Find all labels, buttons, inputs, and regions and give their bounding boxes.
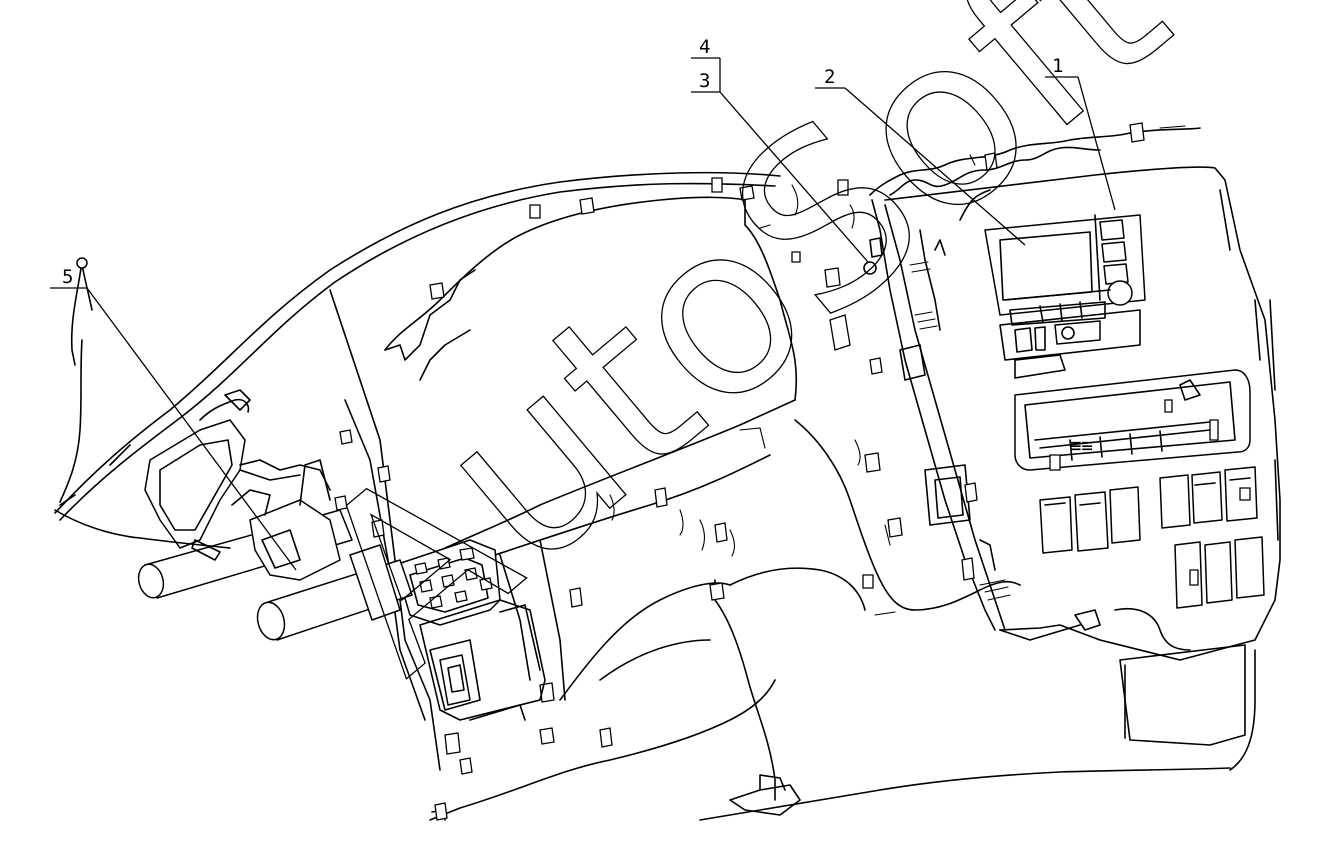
watermark-text: AutoSoft — [266, 0, 1215, 723]
callout-3: 3 — [699, 70, 710, 92]
dashboard-left-shell — [54, 171, 1256, 821]
callout-4: 4 — [699, 36, 710, 58]
callout-5: 5 — [62, 266, 73, 288]
callout-3-4-group: 4 3 — [691, 36, 869, 263]
callout-5-group: 5 — [50, 266, 297, 571]
mounting-clips — [334, 122, 1145, 821]
callout-1-group: 1 — [1045, 55, 1116, 211]
detail-strokes — [609, 125, 1186, 616]
center-console-structure: ≡≡ — [863, 127, 1281, 661]
svg-text:≡≡: ≡≡ — [1070, 435, 1093, 457]
callout-2: 2 — [824, 66, 835, 88]
steering-column-bracket — [54, 257, 546, 721]
callout-2-group: 2 — [815, 66, 1026, 246]
callout-1: 1 — [1052, 55, 1063, 77]
